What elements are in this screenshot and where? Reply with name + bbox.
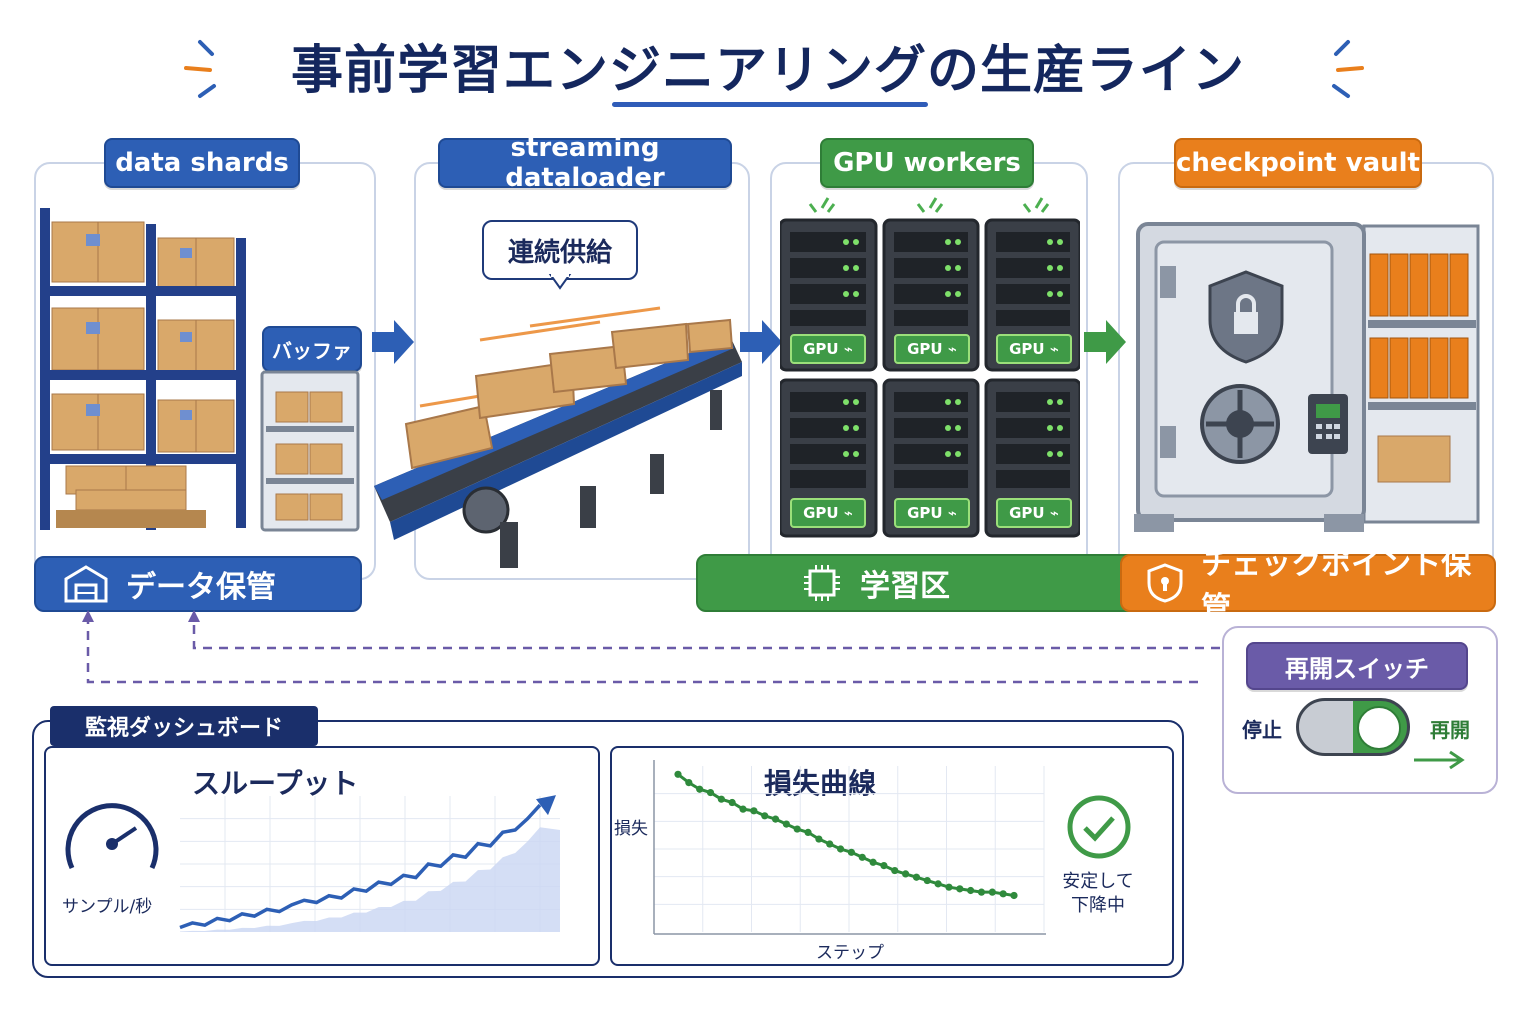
gpu-workers-label: GPU workers (820, 138, 1034, 188)
loss-point (836, 845, 845, 853)
arrow-right-icon (1414, 750, 1465, 770)
warehouse-shelves-icon (40, 208, 246, 530)
sparkle-right-icon (1332, 40, 1364, 98)
loss-point (761, 812, 769, 820)
flow-arrow-3-icon (1084, 320, 1126, 364)
gpu-tag: GPU ⌁ (996, 498, 1072, 528)
loss-point (967, 886, 975, 895)
warehouse-icon (64, 565, 108, 603)
shield-icon (1147, 563, 1183, 603)
checkpoint-storage-label: チェックポイント保管 (1201, 547, 1472, 626)
gpu-tag: GPU ⌁ (790, 498, 866, 528)
sparkle-left-icon (184, 40, 216, 98)
loss-point (826, 840, 834, 848)
loss-point (771, 815, 780, 823)
loss-status-line1: 安定して (1062, 871, 1134, 892)
conveyor-belt-icon (374, 306, 742, 568)
loss-point (706, 788, 715, 797)
buffer-rack-icon (260, 370, 360, 532)
throughput-line (179, 803, 542, 930)
loss-point (674, 770, 682, 778)
loss-point (934, 880, 942, 888)
throughput-title: スループット (192, 767, 359, 800)
loss-point (891, 866, 899, 875)
resume-label: 再開 (1430, 718, 1470, 742)
resume-path-lines (82, 610, 1220, 684)
toggle-knob (1357, 706, 1401, 750)
loss-card (610, 746, 1174, 966)
check-circle-icon (1067, 795, 1131, 859)
data-storage-label: データ保管 (126, 570, 276, 605)
loss-point (988, 888, 996, 896)
loss-point (912, 873, 921, 881)
buffer-label: バッファ (262, 326, 362, 372)
loss-point (804, 828, 812, 836)
loss-point (977, 888, 986, 896)
loss-status-line2: 下降中 (1071, 895, 1125, 916)
gpu-tag: GPU ⌁ (790, 334, 866, 364)
loss-status: 安定して 下降中 (1050, 870, 1146, 918)
flow-arrow-2-icon (740, 320, 782, 364)
loss-line (677, 773, 1015, 897)
loss-chart (653, 760, 1046, 935)
loss-point (858, 853, 866, 861)
loss-point (696, 785, 704, 793)
bubble-tail-icon (548, 274, 572, 290)
title-underline (612, 102, 928, 107)
loss-point (739, 805, 747, 813)
loss-point (847, 848, 856, 856)
resume-toggle[interactable] (1296, 698, 1410, 756)
throughput-chart (179, 795, 560, 932)
dashboard-title: 監視ダッシュボード (50, 706, 318, 746)
loss-point (793, 825, 801, 833)
throughput-arrowhead (536, 795, 556, 816)
resume-switch-title: 再開スイッチ (1246, 642, 1468, 690)
gpu-rack-grid-icon (780, 197, 1080, 538)
page-title: 事前学習エンジニアリングの生産ライン (290, 41, 1245, 101)
throughput-area (180, 827, 560, 932)
training-zone: 学習区 (696, 554, 1190, 612)
training-label: 学習区 (860, 569, 950, 604)
loss-point (902, 870, 910, 878)
loss-point (750, 807, 758, 815)
data-storage-zone: データ保管 (34, 556, 362, 612)
checkpoint-label: checkpoint vault (1174, 138, 1422, 188)
loss-point (923, 876, 931, 885)
loss-point (728, 798, 736, 807)
data-shards-label: data shards (104, 138, 300, 188)
loss-point (945, 883, 953, 891)
stop-label: 停止 (1242, 718, 1282, 742)
loss-point (685, 779, 693, 787)
checkpoint-vault-icon (1134, 222, 1480, 532)
loss-point (782, 820, 790, 828)
loss-point (956, 885, 964, 893)
loss-ylabel: 損失 (614, 819, 648, 839)
continuous-feed-bubble: 連続供給 (482, 220, 638, 280)
loss-xlabel: ステップ (816, 943, 884, 963)
loss-title: 損失曲線 (764, 767, 877, 800)
throughput-unit: サンプル/秒 (62, 897, 153, 917)
loss-point (880, 862, 888, 870)
loss-point (999, 890, 1007, 898)
loss-point (815, 835, 823, 843)
dataloader-label: streaming dataloader (438, 133, 732, 193)
loss-point (717, 795, 725, 803)
chip-icon (804, 565, 840, 601)
gpu-tag: GPU ⌁ (894, 498, 970, 528)
checkpoint-storage-zone: チェックポイント保管 (1120, 547, 1496, 626)
speedometer-icon (65, 803, 159, 870)
loss-point (869, 858, 877, 866)
flow-arrow-1-icon (372, 320, 414, 364)
loss-point (1010, 891, 1018, 900)
gpu-tag: GPU ⌁ (996, 334, 1072, 364)
gpu-tag: GPU ⌁ (894, 334, 970, 364)
